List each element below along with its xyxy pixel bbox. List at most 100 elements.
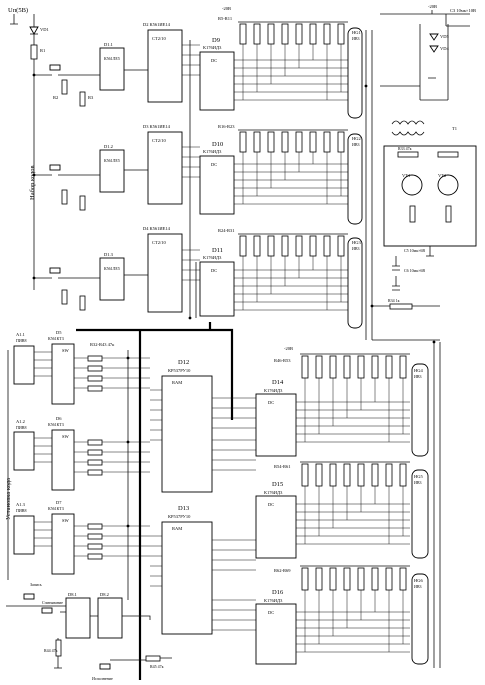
s5-text: Считывание xyxy=(42,600,63,605)
c6-label: C6 10мк×6В xyxy=(404,268,425,273)
counter-d3-ct: CT2/10 xyxy=(152,138,167,143)
decoder-d10-res: R16-R23 xyxy=(218,124,235,129)
decoder-d9-res: R5-R11 xyxy=(218,16,232,21)
c5-label: C5 10мк×6В xyxy=(404,248,425,253)
ram-d12-label: RAM xyxy=(172,380,182,385)
button-s1[interactable] xyxy=(49,64,61,71)
gate-d8-1-label: D8.1 xyxy=(68,592,77,597)
switch-a1-1-type: ПИВ8 xyxy=(16,338,26,343)
gate-d1-3-label: D1.3 xyxy=(104,252,114,257)
resistor-bank-top xyxy=(238,21,348,257)
resistor-r5 xyxy=(79,195,86,211)
oscillator-box xyxy=(383,145,477,247)
ram-d13-label: RAM xyxy=(172,526,182,531)
button-s5[interactable] xyxy=(41,607,53,614)
decoder-d11-res: R24-R31 xyxy=(218,228,235,233)
vt2-label: VT2 xyxy=(438,173,446,178)
decoder-d11: D11 К176ИД3 DC R24-R31 xyxy=(199,228,235,317)
diode-vd4 xyxy=(429,45,439,53)
gate-d1-3 xyxy=(99,257,125,301)
button-s3[interactable] xyxy=(99,663,111,670)
d6-sw: SW xyxy=(62,434,70,439)
switch-a1-2: A1.2 ПИВ8 D6 К561КТ3 SW xyxy=(13,416,75,491)
gate-d1-2 xyxy=(99,149,125,193)
transistor-vt2 xyxy=(437,174,459,196)
counter-d4: D4 К561ИЕ14 CT2/10 xyxy=(143,226,183,313)
input-row-3: D1.3 К561ЛЕ5 xyxy=(34,252,140,311)
hg5-type: ИВ3 xyxy=(414,480,422,485)
supply-label: Uп(5В) xyxy=(8,7,28,14)
gate-d1-2-part: К561ЛЕ5 xyxy=(104,158,120,163)
junctions xyxy=(32,73,436,528)
decoder-d14-dc: DC xyxy=(268,400,274,405)
hg6-label: HG6 xyxy=(414,578,423,583)
indicator-hg2: HG2 ИВ3 xyxy=(347,133,363,225)
gate-d1-1-label: D1.1 xyxy=(104,42,113,47)
counter-d4-label: D4 К561ИЕ14 xyxy=(143,226,171,231)
decoder-d15-dc: DC xyxy=(268,502,274,507)
gate-d1-3-part: К561ЛЕ5 xyxy=(104,266,120,271)
hg3-label: HG3 xyxy=(352,240,361,245)
counter-d2: D2 К561ИЕ14 CT2/10 xyxy=(143,22,183,103)
decoder-d14-id: D14 xyxy=(272,379,284,386)
gate-d8-1 xyxy=(65,597,91,639)
ram-d12-part: КР537РУ10 xyxy=(168,368,191,373)
decoder-d16-dc: DC xyxy=(268,610,274,615)
hg3-type: ИВ3 xyxy=(352,246,360,251)
r45-label: R45 47к xyxy=(150,664,164,669)
hg4-label: HG4 xyxy=(414,368,423,373)
label-set-codes: Набор кодов xyxy=(29,165,36,200)
button-s2[interactable] xyxy=(49,164,61,171)
d5-id: D5 xyxy=(56,330,62,335)
label-install-code: Установка кода xyxy=(5,478,12,520)
counter-d2-ct: CT2/10 xyxy=(152,36,167,41)
decoder-d10: D10 К176ИД3 DC R16-R23 xyxy=(199,124,235,215)
button-s3-top[interactable] xyxy=(49,267,61,274)
s3-text: Исполнение xyxy=(92,676,113,681)
decoder-d15-part: К176ИД3 xyxy=(264,490,283,495)
indicator-hg5: HG5 ИВ3 xyxy=(411,469,429,559)
decoder-d15: R54-R61 D15 К176ИД3 DC xyxy=(255,464,297,559)
r33-label: R33 47к xyxy=(398,146,412,151)
gate-d8-2-label: D8.2 xyxy=(100,592,109,597)
button-s4[interactable] xyxy=(23,593,35,600)
resistor-r4 xyxy=(61,189,68,205)
gate-d1-2-label: D1.2 xyxy=(104,144,113,149)
indicator-hg1: HG1 ИВ3 xyxy=(347,27,363,119)
resistor-r3 xyxy=(79,91,86,107)
r34-label: R34 1к xyxy=(388,298,400,303)
transistor-vt1 xyxy=(401,174,423,196)
input-row-1: R2 R3 D1.1 К561ЛЕ5 xyxy=(34,42,140,107)
hg4-type: ИВ3 xyxy=(414,374,422,379)
decoder-d16-res: R62-R69 xyxy=(274,568,291,573)
resistor-r2 xyxy=(61,79,68,95)
ram-d13: D13 КР537РУ10 RAM xyxy=(161,505,213,635)
decoder-d9-dc: DC xyxy=(211,58,217,63)
resistor-r6 xyxy=(61,289,68,305)
d7-sw: SW xyxy=(62,518,70,523)
vd5-label: VD5 xyxy=(440,34,449,39)
gate-d1-1 xyxy=(99,47,125,91)
d7-id: D7 xyxy=(56,500,62,505)
switch-a1-2-id: A1.2 xyxy=(16,419,25,424)
d7-part: К561КТ3 xyxy=(48,506,64,511)
rail-top-neg: -20В xyxy=(222,6,231,11)
decoder-d10-id: D10 xyxy=(212,141,223,148)
indicator-hg4: HG4 ИВ3 xyxy=(411,363,429,457)
d5-part: К561КТ3 xyxy=(48,336,64,341)
rail-bottom-neg: -20В xyxy=(284,346,293,351)
r32-43-label: R32-R43 47к xyxy=(90,342,115,347)
decoder-d14-res: R46-R53 xyxy=(274,358,291,363)
switch-a1-3-type: ПИВ8 xyxy=(16,508,26,513)
decoder-d15-res: R54-R61 xyxy=(274,464,291,469)
switch-a1-1-id: A1.1 xyxy=(16,332,25,337)
switch-a1-1: A1.1 ПИВ8 D5 К561КТ3 SW xyxy=(13,330,75,405)
decoder-d11-dc: DC xyxy=(211,268,217,273)
gate-d8-2 xyxy=(97,597,123,639)
d6-part: К561КТ3 xyxy=(48,422,64,427)
hg2-label: HG2 xyxy=(352,136,361,141)
indicator-hg6: HG6 ИВ3 xyxy=(411,573,429,665)
power-converter: -20В C3 10мк×10В VD5 VD4 T1 R33 47к VT1 … xyxy=(380,4,477,257)
ram-d12-id: D12 xyxy=(178,359,189,366)
